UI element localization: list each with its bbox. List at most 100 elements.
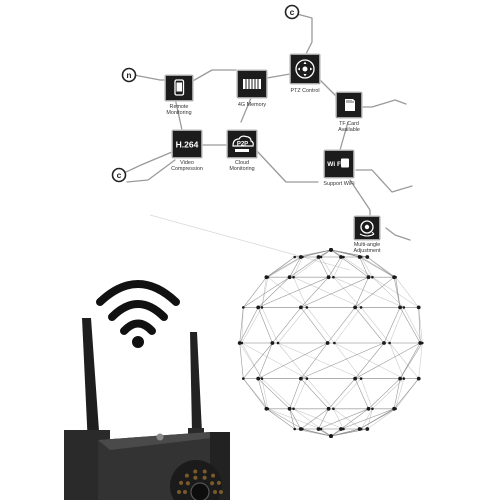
sphere-node <box>342 255 345 259</box>
p2p-icon: P2P <box>232 135 254 152</box>
sphere-edge <box>261 307 279 344</box>
sphere-node <box>402 306 406 309</box>
sphere-node <box>388 341 391 345</box>
ir-led <box>183 490 187 494</box>
sphere-edge <box>340 408 369 430</box>
sphere-node <box>305 377 309 380</box>
ir-led <box>193 475 198 480</box>
sphere-node <box>366 406 371 411</box>
sphere-edge <box>399 307 421 344</box>
sphere-node <box>293 427 297 431</box>
sphere-edge <box>267 256 295 278</box>
sphere-edge <box>300 378 329 410</box>
sphere-node <box>266 407 270 411</box>
sphere-edge <box>393 378 401 409</box>
sphere-edge <box>320 256 334 278</box>
feature-ptz-control: PTZ Control <box>289 53 321 94</box>
sphere-edge <box>320 249 332 258</box>
sphere-node <box>260 377 264 380</box>
sphere-edge <box>302 249 332 258</box>
camera-lens <box>190 482 210 500</box>
ir-led <box>219 490 223 494</box>
sphere-edge <box>267 256 303 278</box>
sphere-node <box>398 376 402 381</box>
ir-led <box>213 490 217 494</box>
sphere-node <box>242 306 245 309</box>
sphere-edge <box>243 378 269 409</box>
feature-label: 4G Memory <box>238 102 266 108</box>
sphere-edge <box>277 342 362 379</box>
svg-text:Wi Fi: Wi Fi <box>327 161 343 168</box>
sphere-node <box>339 255 343 259</box>
sphere-node <box>333 341 336 345</box>
sphere-node <box>342 427 345 431</box>
sphere-edge <box>367 408 396 430</box>
sphere-node <box>353 305 357 310</box>
sphere-edge <box>318 408 369 430</box>
sphere-edge <box>267 408 322 430</box>
sphere-edge <box>258 342 328 379</box>
sphere-node <box>353 376 357 381</box>
feature-label: Monitoring <box>229 166 254 172</box>
sphere-edge <box>359 256 395 278</box>
sphere-node <box>256 376 261 381</box>
feature-label: Video <box>180 160 194 166</box>
feature-label: PTZ Control <box>290 88 319 94</box>
sphere-edge <box>277 307 308 344</box>
sphere-node <box>359 255 363 259</box>
sphere-edge <box>257 342 273 379</box>
sphere-node <box>305 306 309 309</box>
feature-video-compression: H.264 Video Compression <box>171 129 203 172</box>
sphere-edge <box>243 276 290 308</box>
sphere-edge <box>267 408 303 430</box>
ir-led <box>216 480 221 485</box>
sphere-edge <box>340 256 369 278</box>
sphere-edge <box>418 342 423 379</box>
sphere-edge <box>360 408 373 430</box>
sphere-edge <box>241 307 244 344</box>
sphere-edge <box>277 342 308 379</box>
sd-card-icon <box>345 99 355 111</box>
sphere-node <box>398 305 402 310</box>
ir-led <box>179 480 184 485</box>
sphere-edge <box>393 378 419 409</box>
sphere-edge <box>354 378 369 409</box>
sphere-edge <box>293 256 303 278</box>
outdoor-bullet-camera <box>64 318 230 500</box>
sphere-node <box>292 275 295 279</box>
sphere-node <box>359 427 363 431</box>
sphere-node <box>382 341 386 345</box>
network-sphere <box>237 248 424 438</box>
ir-led <box>202 475 207 480</box>
sphere-edge <box>318 256 329 278</box>
sphere-edge <box>293 378 308 409</box>
sphere-node <box>359 306 363 309</box>
sphere-edge <box>293 408 322 430</box>
sphere-edge <box>395 277 419 308</box>
sphere-node <box>319 255 323 259</box>
sphere-node <box>292 407 295 411</box>
sphere-edge <box>243 378 267 409</box>
sphere-edge <box>333 276 362 308</box>
bolt <box>156 433 164 441</box>
sphere-edge <box>372 276 405 308</box>
sphere-node <box>266 275 270 279</box>
sphere-edge <box>372 276 419 308</box>
sphere-edge <box>300 249 332 258</box>
feature-label: TF Card <box>339 121 359 127</box>
sphere-node <box>329 434 333 438</box>
sphere-edge <box>239 307 259 344</box>
sphere-node <box>332 407 335 411</box>
sphere-edge <box>300 307 328 344</box>
sphere-edge <box>289 256 319 278</box>
sphere-edge <box>302 428 332 437</box>
sphere-edge <box>243 277 267 308</box>
sphere-edge <box>334 342 404 379</box>
sphere-edge <box>266 256 301 278</box>
sphere-node <box>293 255 297 259</box>
copyright-circle-icon: c <box>111 167 127 183</box>
sphere-node <box>402 377 406 380</box>
sphere-edge <box>354 307 385 344</box>
sphere-node <box>329 248 333 252</box>
sphere-edge <box>261 378 269 409</box>
